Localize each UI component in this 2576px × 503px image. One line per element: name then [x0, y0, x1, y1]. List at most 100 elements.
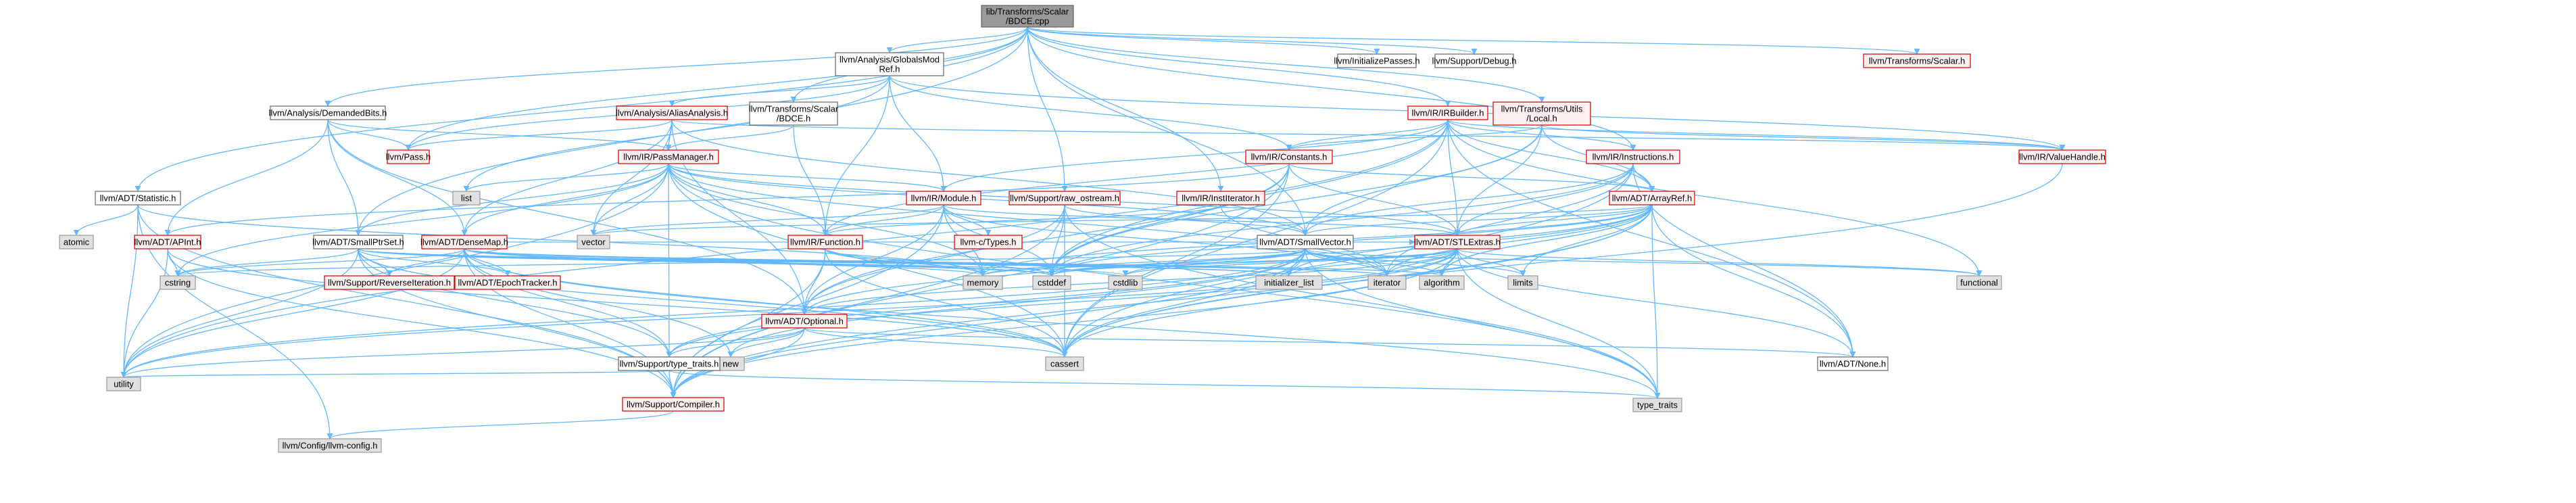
node-noneh[interactable]: llvm/ADT/None.h: [1817, 356, 1889, 371]
node-initlist[interactable]: initializer_list: [1255, 275, 1323, 290]
edge-passmanager-to-function: [668, 163, 829, 236]
node-label: llvm/Support/type_traits.h: [620, 359, 719, 369]
node-box: [106, 377, 141, 391]
node-utilslocal[interactable]: llvm/Transforms/Utils/Local.h: [1492, 101, 1591, 126]
node-rawostream[interactable]: llvm/Support/raw_ostream.h: [1008, 191, 1121, 206]
node-box: [324, 275, 455, 290]
edge-smallptrset-to-cassert: [358, 248, 1068, 358]
edge-smallvector-to-cstring: [175, 248, 1306, 277]
node-llvmconfig[interactable]: llvm/Config/llvm-config.h: [278, 438, 382, 453]
node-demandedbits[interactable]: llvm/Analysis/DemandedBits.h: [269, 105, 387, 120]
node-cstdlib[interactable]: cstdlib: [1108, 275, 1143, 290]
node-box: [1108, 275, 1143, 290]
edge-arrayref-to-array: [1438, 204, 1653, 277]
edge-smallptrset-to-utility: [120, 248, 359, 378]
edge-utilslocal-to-stlextras: [1454, 124, 1542, 236]
node-ctypes[interactable]: llvm-c/Types.h: [954, 235, 1023, 249]
node-label: list: [461, 193, 472, 203]
node-utility[interactable]: utility: [106, 377, 141, 391]
node-compiler[interactable]: llvm/Support/Compiler.h: [622, 397, 725, 412]
node-module[interactable]: llvm/IR/Module.h: [906, 191, 981, 206]
node-box: [1817, 356, 1889, 371]
node-vector[interactable]: vector: [577, 235, 610, 249]
edge-root-to-utilslocal: [1027, 26, 1545, 103]
edge-smallvector-to-memory: [979, 248, 1306, 277]
node-atomic[interactable]: atomic: [59, 235, 94, 249]
node-typetraits[interactable]: llvm/Support/type_traits.h: [618, 356, 721, 371]
node-bdceh[interactable]: llvm/Transforms/Scalar/BDCE.h: [749, 101, 839, 126]
node-functional[interactable]: functional: [1956, 275, 2002, 290]
node-label: initializer_list: [1264, 278, 1314, 288]
edge-root-to-globalsmodref: [886, 26, 1028, 53]
node-box: [1632, 398, 1682, 412]
edge-irbuilder-to-noneh: [1447, 119, 1856, 358]
node-institerator[interactable]: llvm/IR/InstIterator.h: [1176, 191, 1265, 206]
node-box: [134, 235, 201, 249]
node-irbuilder[interactable]: llvm/IR/IRBuilder.h: [1407, 105, 1488, 120]
edge-arrayref-to-limits: [1520, 204, 1653, 277]
node-initpasses[interactable]: llvm/InitializePasses.h: [1334, 53, 1420, 68]
node-newh[interactable]: new: [716, 356, 745, 371]
edge-compiler-to-llvmconfig: [326, 410, 674, 439]
node-cassert[interactable]: cassert: [1045, 356, 1084, 371]
edge-institerator-to-function: [822, 204, 1221, 236]
node-epochtracker[interactable]: llvm/ADT/EpochTracker.h: [454, 275, 561, 290]
edge-typetraits-to-type_traits: [669, 370, 1660, 399]
node-box: [963, 275, 1003, 290]
node-aliasanalysis[interactable]: llvm/Analysis/AliasAnalysis.h: [616, 105, 728, 120]
edge-irbuilder-to-arrayref: [1447, 119, 1655, 192]
node-label: new: [723, 359, 739, 369]
node-type_traits[interactable]: type_traits: [1632, 398, 1682, 412]
node-debug[interactable]: llvm/Support/Debug.h: [1432, 53, 1517, 68]
node-passh[interactable]: llvm/Pass.h: [386, 149, 431, 164]
node-memory[interactable]: memory: [963, 275, 1003, 290]
node-algorithm[interactable]: algorithm: [1419, 275, 1465, 290]
edge-densemap-to-compiler: [464, 248, 677, 398]
node-box: [618, 356, 721, 371]
node-scalarh[interactable]: llvm/Transforms/Scalar.h: [1863, 53, 1971, 68]
node-stlextras[interactable]: llvm/ADT/STLExtras.h: [1414, 235, 1501, 249]
node-densemap[interactable]: llvm/ADT/DenseMap.h: [420, 235, 508, 249]
edge-arrayref-to-noneh: [1651, 204, 1856, 358]
node-constants[interactable]: llvm/IR/Constants.h: [1245, 149, 1333, 164]
node-label: functional: [1960, 278, 1998, 288]
edge-irbuilder-to-function: [822, 119, 1449, 236]
node-limits[interactable]: limits: [1507, 275, 1538, 290]
node-cstring[interactable]: cstring: [160, 275, 196, 290]
node-box: [1586, 149, 1680, 164]
node-root[interactable]: lib/Transforms/Scalar/BDCE.cpp: [981, 5, 1074, 28]
node-apint[interactable]: llvm/ADT/APInt.h: [134, 235, 201, 249]
node-box: [1032, 275, 1071, 290]
node-label: llvm/ADT/Statistic.h: [100, 193, 176, 203]
node-label: llvm-c/Types.h: [960, 237, 1016, 247]
edge-stlextras-to-initlist: [1286, 248, 1458, 277]
node-list[interactable]: list: [452, 191, 481, 206]
node-box: [954, 235, 1023, 249]
node-statistic[interactable]: llvm/ADT/Statistic.h: [95, 191, 181, 206]
node-optional[interactable]: llvm/ADT/Optional.h: [761, 314, 848, 329]
edge-smallvector-to-cassert: [1061, 248, 1306, 358]
edge-passmanager-to-vector: [590, 163, 669, 236]
node-label: atomic: [64, 237, 90, 247]
node-valuehandle[interactable]: llvm/IR/ValueHandle.h: [2018, 149, 2106, 164]
node-function[interactable]: llvm/IR/Function.h: [787, 235, 863, 249]
node-box: [59, 235, 94, 249]
node-smallvector[interactable]: llvm/ADT/SmallVector.h: [1257, 235, 1354, 249]
node-cstddef[interactable]: cstddef: [1032, 275, 1071, 290]
edge-passmanager-to-smallvector: [668, 163, 1309, 236]
node-passmanager[interactable]: llvm/IR/PassManager.h: [618, 149, 719, 164]
node-arrayref[interactable]: llvm/ADT/ArrayRef.h: [1609, 191, 1695, 206]
edge-arrayref-to-type_traits: [1651, 204, 1661, 399]
node-instructions[interactable]: llvm/IR/Instructions.h: [1586, 149, 1680, 164]
node-box: [1045, 356, 1084, 371]
node-label: limits: [1513, 278, 1533, 288]
node-label: llvm/ADT/Optional.h: [765, 316, 844, 327]
edge-optional-to-cassert: [804, 327, 1068, 358]
node-box: [787, 235, 863, 249]
node-smallptrset[interactable]: llvm/ADT/SmallPtrSet.h: [312, 235, 404, 249]
node-box: [1367, 275, 1407, 290]
node-iterator[interactable]: iterator: [1367, 275, 1407, 290]
node-label: lib/Transforms/Scalar: [986, 7, 1069, 17]
node-reverseiteration[interactable]: llvm/Support/ReverseIteration.h: [324, 275, 455, 290]
